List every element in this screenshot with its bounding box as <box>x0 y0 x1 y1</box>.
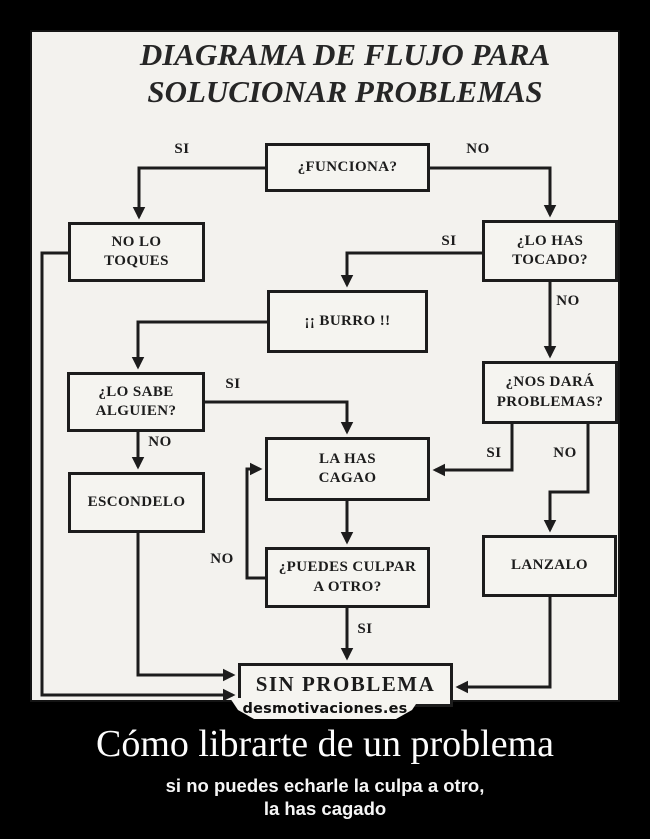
edge-label-funciona-si: SI <box>174 141 190 157</box>
edge-nos-dara-no <box>543 424 590 533</box>
edge-label-tocado-no: NO <box>556 293 580 309</box>
edge-label-nos-dara-no: NO <box>553 445 577 461</box>
edge-culpar-no-loop <box>245 462 265 580</box>
edge-label-sabe-no: NO <box>148 434 172 450</box>
node-puedes-culpar: ¿PUEDES CULPAR A OTRO? <box>265 547 430 608</box>
edge-tocado-si <box>340 251 482 288</box>
node-burro: ¡¡ BURRO !! <box>267 290 428 353</box>
edge-label-nos-dara-si: SI <box>486 445 502 461</box>
edge-funciona-no <box>430 166 557 218</box>
flowchart-title: DIAGRAMA DE FLUJO PARA SOLUCIONAR PROBLE… <box>40 36 650 110</box>
node-lanzalo: LANZALO <box>482 535 617 597</box>
edge-label-culpar-si: SI <box>357 621 373 637</box>
edge-label-tocado-si: SI <box>441 233 457 249</box>
node-la-has-cagao: LA HAS CAGAO <box>265 437 430 501</box>
edge-no-lo-toques-to-sin-problema <box>40 251 236 702</box>
edge-label-funciona-no: NO <box>466 141 490 157</box>
node-funciona: ¿FUNCIONA? <box>265 143 430 192</box>
node-nos-dara-problemas: ¿NOS DARÁ PROBLEMAS? <box>482 361 618 424</box>
caption-subtitle-line1: si no puedes echarle la culpa a otro, <box>165 775 485 796</box>
edge-escondelo-to-sin-problema <box>136 533 236 682</box>
caption-subtitle-line2: la has cagado <box>263 798 387 819</box>
node-escondelo: ESCONDELO <box>68 472 205 533</box>
node-lo-sabe-alguien: ¿LO SABE ALGUIEN? <box>67 372 205 432</box>
node-no-lo-toques: NO LO TOQUES <box>68 222 205 282</box>
edge-label-sabe-si: SI <box>225 376 241 392</box>
watermark-text: desmotivaciones.es <box>242 700 408 717</box>
edge-label-culpar-no: NO <box>210 551 234 567</box>
edge-burro-to-sabe <box>131 320 267 370</box>
flowchart-title-line1: DIAGRAMA DE FLUJO PARA <box>139 37 551 72</box>
edge-funciona-si <box>132 166 265 220</box>
node-lo-has-tocado: ¿LO HAS TOCADO? <box>482 220 618 282</box>
caption-title: Cómo librarte de un problema <box>96 723 554 765</box>
edge-sabe-si <box>205 400 354 435</box>
edge-lanzalo-to-sin-problema <box>455 597 552 694</box>
edge-nos-dara-si <box>432 424 514 477</box>
flowchart-title-line2: SOLUCIONAR PROBLEMAS <box>147 74 543 109</box>
watermark-ribbon: desmotivaciones.es <box>230 698 420 719</box>
